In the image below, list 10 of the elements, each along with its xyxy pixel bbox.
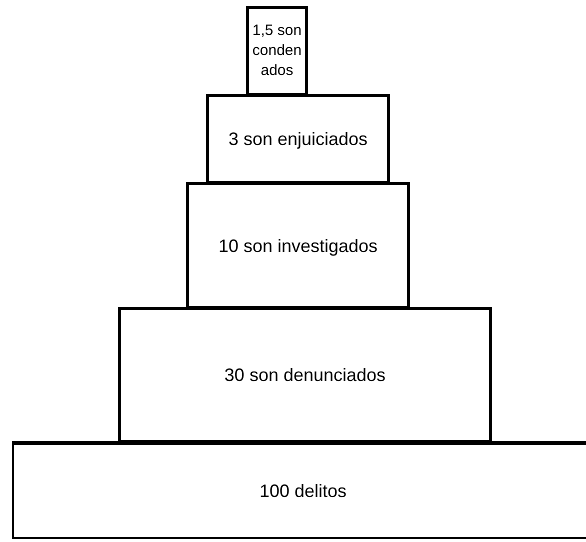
level-label: 30 son denunciados — [224, 364, 386, 387]
pyramid-level-box — [12, 441, 586, 539]
pyramid-level-box — [186, 182, 410, 309]
level-label: 3 son enjuiciados — [228, 128, 368, 151]
level-label: 10 son investigados — [218, 234, 378, 258]
pyramid-level-box — [206, 94, 390, 184]
level-label: 100 delitos — [259, 480, 347, 503]
pyramid-level-box — [246, 6, 308, 96]
level-label: 1,5 son condenados — [251, 21, 303, 81]
pyramid-level-box — [118, 307, 492, 443]
